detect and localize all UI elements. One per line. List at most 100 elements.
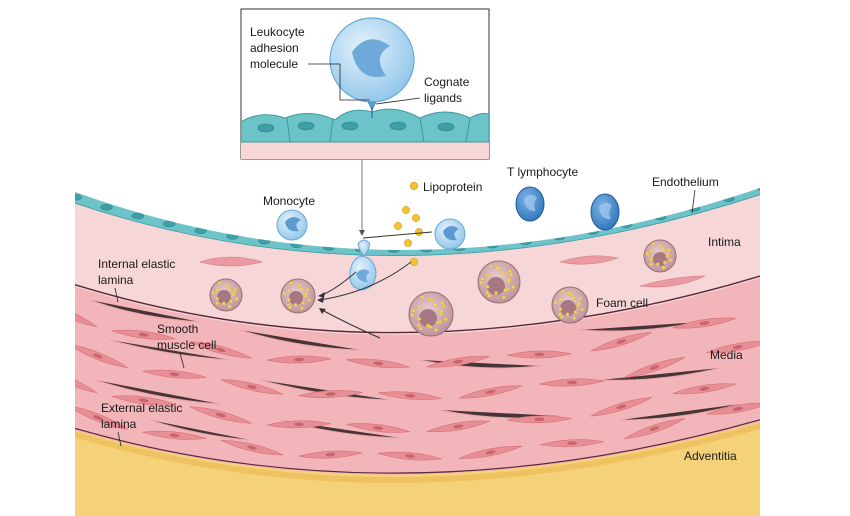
lipid-droplet bbox=[215, 288, 220, 292]
smooth-muscle-nucleus bbox=[325, 392, 336, 396]
foam-cells bbox=[209, 239, 677, 337]
lipid-droplet bbox=[307, 298, 312, 303]
smooth-muscle-nucleus bbox=[649, 426, 660, 431]
lipid-droplet bbox=[228, 299, 233, 304]
lipid-droplet bbox=[558, 307, 563, 311]
lipid-droplet bbox=[282, 291, 287, 296]
lipid-droplet bbox=[417, 317, 421, 321]
adventitia-label: Adventitia bbox=[684, 449, 737, 463]
lipid-droplet bbox=[485, 284, 490, 289]
lipid-droplet bbox=[553, 300, 558, 305]
endothelial-nucleus bbox=[552, 233, 566, 241]
lipid-droplet bbox=[509, 272, 513, 277]
smooth-muscle-cell bbox=[75, 301, 98, 328]
smooth-muscle-cells bbox=[62, 301, 760, 461]
smooth-muscle-nucleus bbox=[62, 310, 73, 317]
endothelial-nucleus bbox=[519, 238, 532, 245]
smooth-muscle-nucleus bbox=[732, 345, 743, 350]
smooth-muscle-nucleus bbox=[567, 441, 577, 446]
vessel-wall bbox=[62, 188, 760, 516]
lipid-droplet bbox=[418, 326, 423, 331]
lipid-droplet bbox=[661, 247, 665, 252]
lipid-droplet bbox=[434, 328, 438, 332]
endothelial-nucleus bbox=[653, 213, 667, 221]
endothelial-nucleus bbox=[322, 244, 335, 251]
foam-cell-label: Foam cell bbox=[596, 296, 648, 310]
smooth-muscle-nucleus bbox=[616, 404, 627, 410]
smooth-muscle-nucleus bbox=[567, 380, 577, 385]
lipid-droplet bbox=[439, 309, 444, 314]
endothelial-nucleus bbox=[258, 237, 271, 245]
media-layer bbox=[75, 270, 760, 475]
endothelial-nucleus bbox=[619, 221, 633, 228]
adventitia-layer bbox=[75, 410, 760, 516]
endothelial-nucleus bbox=[162, 220, 176, 228]
labels: Leukocyte adhesion molecule Cognate liga… bbox=[98, 25, 743, 463]
lipid-droplet bbox=[411, 309, 416, 313]
lipid-droplet bbox=[576, 301, 581, 305]
lipid-droplet bbox=[300, 306, 304, 311]
lipid-droplet bbox=[293, 303, 298, 307]
lipid-droplet bbox=[297, 283, 301, 288]
lipid-droplet bbox=[659, 244, 663, 248]
lipid-droplet bbox=[580, 307, 585, 312]
lipid-droplet bbox=[501, 295, 506, 300]
lipid-droplet bbox=[427, 297, 431, 302]
lipid-droplet bbox=[288, 305, 292, 310]
endothelial-nucleus bbox=[387, 246, 400, 253]
lipid-droplet bbox=[215, 296, 220, 301]
lipid-droplet bbox=[488, 264, 493, 268]
lipid-droplet bbox=[501, 271, 505, 276]
lipid-droplet bbox=[572, 316, 576, 320]
lipid-droplet bbox=[561, 289, 565, 294]
cognate-ligands-label: Cognate ligands bbox=[424, 75, 473, 105]
smooth-muscle-nucleus bbox=[294, 422, 304, 427]
endothelial-nucleus bbox=[486, 241, 499, 249]
lipid-droplet bbox=[667, 248, 671, 252]
lipid-droplet bbox=[511, 285, 516, 290]
smooth-muscle-cell-label: Smooth muscle cell bbox=[157, 322, 216, 352]
endothelial-nucleus bbox=[722, 195, 735, 202]
monocyte-label: Monocyte bbox=[263, 194, 315, 208]
lipid-droplet bbox=[430, 298, 435, 303]
smooth-muscle-nucleus bbox=[138, 332, 149, 337]
lipid-droplet bbox=[573, 310, 578, 314]
lipid-droplet bbox=[494, 291, 498, 295]
internal-elastic-lamina-label: Internal elastic lamina bbox=[98, 257, 179, 287]
endothelial-nucleus bbox=[687, 205, 701, 212]
smooth-muscle-nucleus bbox=[169, 372, 180, 377]
lipid-droplet bbox=[433, 303, 438, 307]
smooth-muscle-nucleus bbox=[169, 433, 180, 438]
lipid-droplet bbox=[227, 304, 232, 309]
lipid-droplet bbox=[289, 281, 294, 285]
lipid-droplet bbox=[215, 301, 219, 306]
smooth-muscle-nucleus bbox=[373, 361, 384, 366]
lipid-droplet bbox=[485, 291, 490, 295]
lipid-droplet bbox=[420, 295, 425, 300]
smooth-muscle-nucleus bbox=[93, 415, 103, 421]
lipid-droplet bbox=[231, 291, 236, 296]
lipid-droplet bbox=[661, 265, 666, 270]
smooth-muscle-nucleus bbox=[534, 352, 545, 357]
smooth-muscle-nucleus bbox=[649, 365, 660, 370]
lipid-droplet bbox=[559, 315, 564, 319]
lipid-droplet bbox=[649, 262, 653, 267]
diapedesis-monocyte bbox=[357, 239, 371, 257]
endothelial-nucleus bbox=[131, 212, 145, 220]
monocyte-cell bbox=[276, 209, 308, 241]
smooth-muscle-nucleus bbox=[62, 377, 73, 384]
migrating-monocyte bbox=[349, 255, 377, 291]
smooth-muscle-nucleus bbox=[373, 426, 384, 430]
t-lymphocyte-label: T lymphocyte bbox=[507, 165, 578, 179]
lipid-droplet bbox=[286, 288, 291, 293]
smooth-muscle-nucleus bbox=[699, 386, 710, 391]
smooth-muscle-nucleus bbox=[405, 393, 415, 398]
t-lymphocyte-cell-2 bbox=[590, 193, 620, 231]
media-label: Media bbox=[710, 348, 743, 362]
intima-label: Intima bbox=[708, 235, 741, 249]
lipid-droplet bbox=[301, 300, 305, 305]
lipid-droplet bbox=[495, 266, 500, 270]
lipid-droplet bbox=[558, 297, 563, 302]
lipid-droplet bbox=[565, 312, 570, 317]
external-elastic-lamina-line bbox=[75, 413, 760, 474]
